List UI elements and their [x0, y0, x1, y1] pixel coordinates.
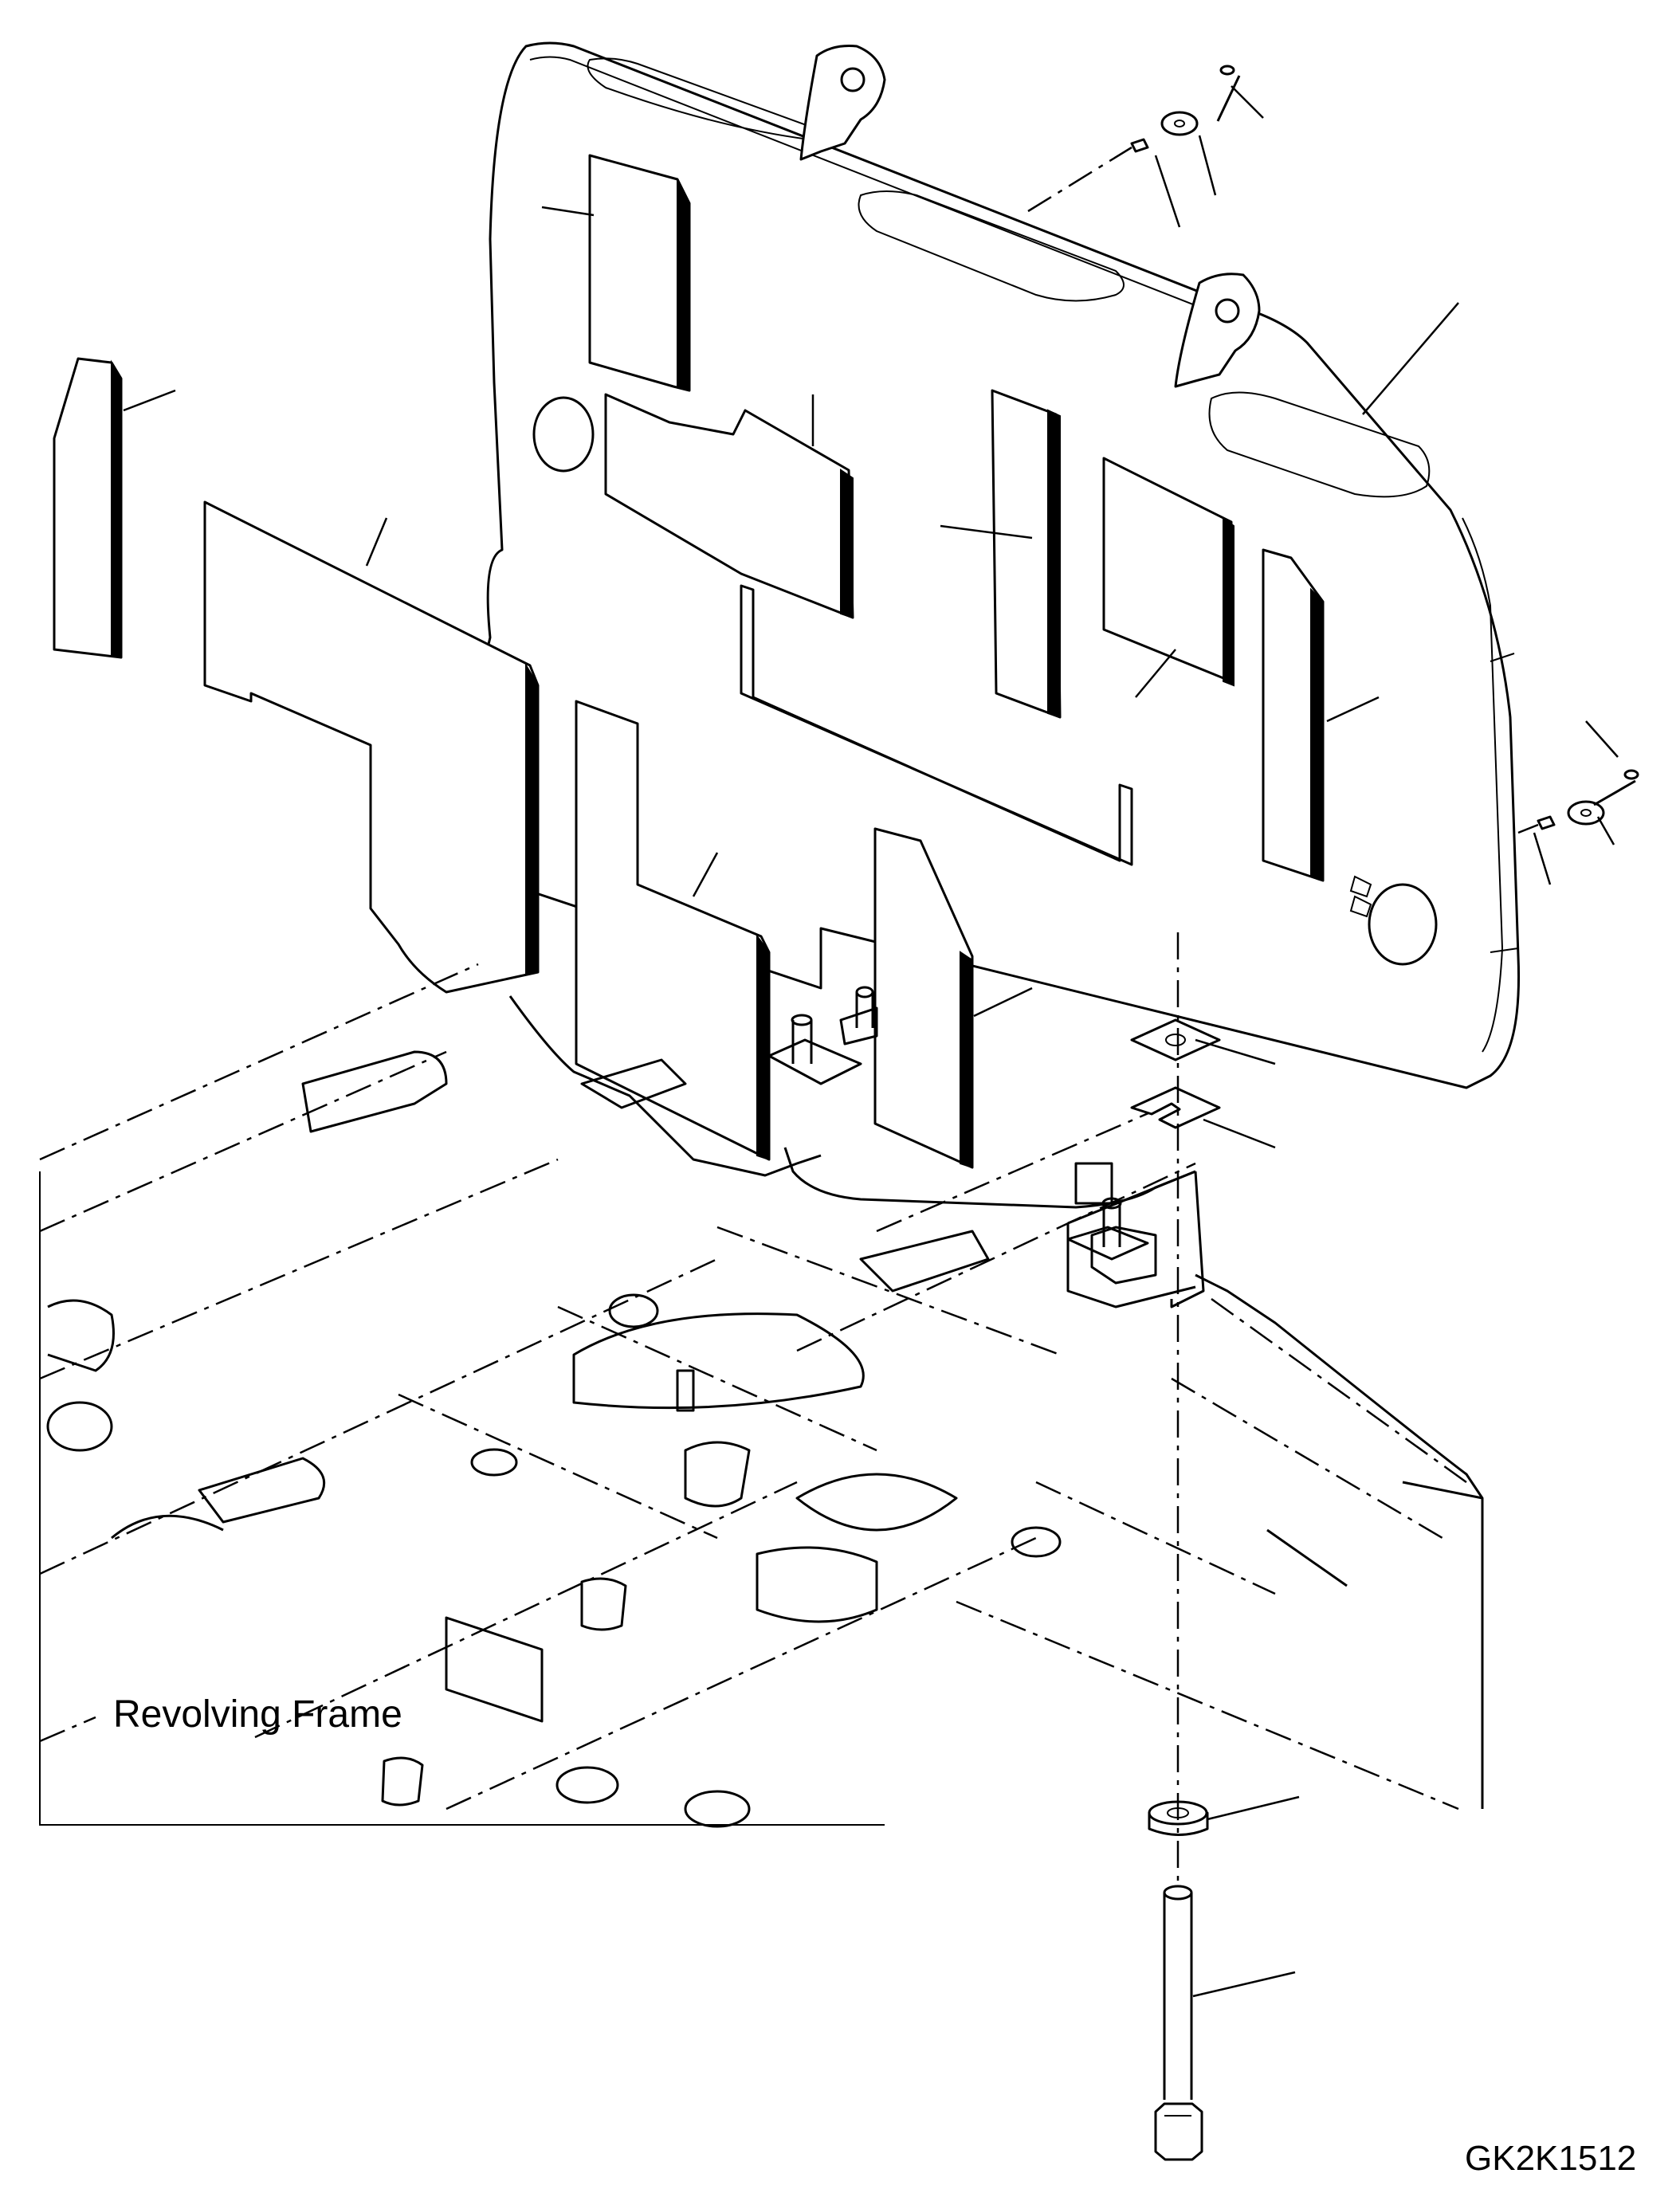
foam-pad-l-shape — [575, 700, 771, 1161]
thick-washer — [1148, 1800, 1209, 1836]
foam-pad-far-left — [53, 357, 123, 659]
guide-stud-left — [767, 1014, 862, 1085]
shim-plate — [1130, 1018, 1221, 1061]
long-bolt — [1154, 1885, 1203, 2161]
shim-u-plate — [1130, 1086, 1221, 1129]
counterweight-pad-top-left — [588, 154, 691, 392]
bolt-set-right — [1537, 769, 1639, 830]
guide-stud-mid — [839, 986, 878, 1046]
leader-lines — [123, 85, 1619, 1998]
counterweight-pad-center-left — [604, 393, 854, 619]
centerline-right-bolt — [1517, 823, 1539, 834]
centerline-top-bolt — [1027, 146, 1132, 213]
counterweight-pad-center — [991, 389, 1062, 719]
revolving-frame — [39, 963, 1484, 1828]
revolving-frame-label: Revolving Frame — [113, 1693, 402, 1736]
drawing-code-label: GK2K1512 — [1465, 2139, 1637, 2178]
counterweight-pad-center-right — [1102, 457, 1234, 687]
foam-pad-large-left — [203, 500, 540, 994]
foam-pad-tall-front — [873, 827, 974, 1169]
counterweight-pad-right — [1262, 548, 1325, 882]
bolt-set-top — [1130, 65, 1241, 153]
guide-stud-right — [1066, 1197, 1149, 1261]
counterweight — [461, 41, 1521, 1089]
